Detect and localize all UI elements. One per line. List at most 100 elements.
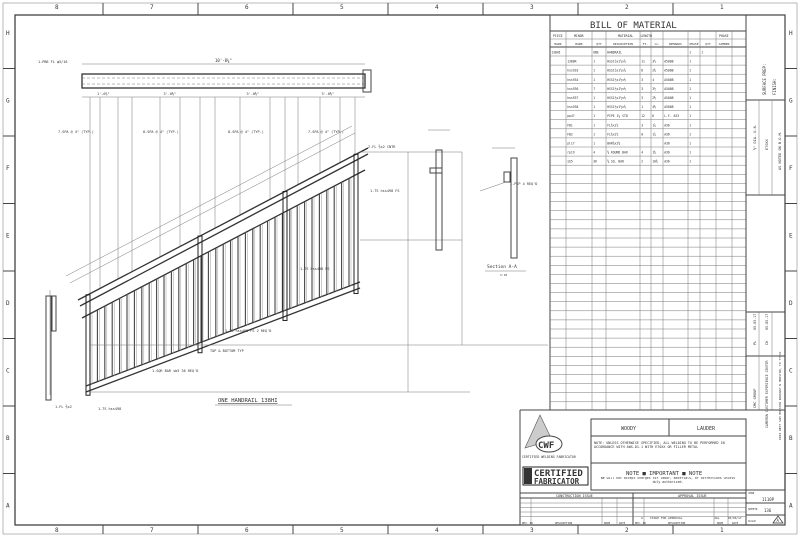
date-checked: 05-05-17 bbox=[765, 314, 769, 330]
zone-row-label: F bbox=[789, 165, 793, 172]
zone-row-label: B bbox=[789, 435, 793, 442]
approval-issue-label: APPROVAL ISSUE bbox=[678, 494, 707, 498]
revision-mark: A bbox=[777, 518, 780, 523]
zone-row-label: D bbox=[789, 300, 793, 307]
approval-rev-date: 05/06/17 bbox=[728, 516, 742, 520]
bom-cell: 1 bbox=[689, 132, 691, 136]
bom-cell: A500B bbox=[664, 105, 673, 109]
handrail-elevation: 10'-8⅝" 1'-0⅞"3'-0⅝"3'-0⅝"3'-0⅝" 1-PB6 F… bbox=[38, 58, 548, 411]
rev-header: MADE bbox=[604, 521, 611, 525]
bom-cell: HSS1½x1½x⅛ bbox=[607, 96, 626, 100]
bom-cell: 1 bbox=[593, 96, 595, 100]
bom-cell: hss934 bbox=[567, 78, 578, 82]
spacing-note: 7-SPA @ 4" (TYP.) bbox=[58, 130, 94, 134]
approval-rev-desc: ISSUE FOR APPROVAL bbox=[650, 516, 683, 520]
rev-header: DESCRIPTION bbox=[668, 521, 686, 525]
bom-header: CAMBER bbox=[719, 42, 730, 46]
top-dimension: 10'-8⅝" bbox=[215, 58, 232, 63]
bom-cell: HANDRAIL bbox=[607, 51, 622, 55]
bom-cell: 0 bbox=[641, 132, 643, 136]
top-rail-plan bbox=[81, 73, 366, 89]
zone-row-label: G bbox=[6, 98, 10, 105]
sub-dimension: 3'-0⅝" bbox=[247, 92, 260, 96]
bom-cell: 1 bbox=[689, 151, 691, 155]
zone-row-label: F bbox=[6, 165, 10, 172]
bom-cell: 8 bbox=[641, 69, 643, 73]
bom-cell: 4 bbox=[652, 78, 654, 82]
bom-cell: A500B bbox=[664, 87, 673, 91]
bom-cell: hss937 bbox=[567, 96, 578, 100]
bom-cell: 1 bbox=[689, 87, 691, 91]
bom-cell: rp19 bbox=[567, 151, 575, 155]
scale-label: SCALE bbox=[748, 519, 756, 523]
bom-cell: 1 bbox=[689, 160, 691, 164]
bom-cell: 1 bbox=[689, 60, 691, 64]
bom-cell: 1 bbox=[593, 132, 595, 136]
zone-column-label: 6 bbox=[245, 527, 249, 534]
bom-header-top: MINOR bbox=[574, 34, 584, 38]
bom-cell: 1 bbox=[689, 114, 691, 118]
bom-cell: 3 bbox=[641, 78, 643, 82]
callout: 1-TS hss498 FS bbox=[300, 267, 330, 271]
bom-cell: 1 bbox=[689, 105, 691, 109]
rev-header: DATE bbox=[619, 521, 626, 525]
bom-cell: hss938 bbox=[567, 105, 578, 109]
svg-text:CERTIFIED: CERTIFIED bbox=[534, 469, 583, 479]
bom-cell: 2⅝ bbox=[652, 69, 656, 73]
bom-cell: FB2 bbox=[567, 132, 573, 136]
bom-header-top: PIECE bbox=[553, 34, 563, 38]
company-name: CMC GROUP bbox=[753, 389, 757, 408]
bom-cell: 3 bbox=[641, 96, 643, 100]
bom-title: BILL OF MATERIAL bbox=[590, 21, 677, 31]
bom-cell: HSS1½x1½x⅛ bbox=[607, 78, 626, 82]
callout: 1-FL ⅜x2 bbox=[55, 405, 72, 409]
bom-cell: 1 bbox=[593, 105, 595, 109]
bom-cell: sb5 bbox=[567, 160, 573, 164]
bom-cell: 1⅞ bbox=[652, 132, 656, 136]
bom-cell: 1 bbox=[689, 69, 691, 73]
rev-header: REV. NO bbox=[635, 521, 646, 525]
zone-column-label: 1 bbox=[720, 527, 724, 534]
bom-cell: ONE bbox=[593, 51, 599, 55]
zone-column-label: 7 bbox=[150, 527, 154, 534]
job-number: 1110P bbox=[762, 497, 775, 502]
callout: 1-PIP 4 REQ'D bbox=[510, 182, 537, 186]
bom-cell: 1 bbox=[593, 114, 595, 118]
bom-cell: 4 bbox=[593, 151, 595, 155]
weld-field: E70XX bbox=[765, 138, 769, 150]
zone-row-label: D bbox=[6, 300, 10, 307]
bom-cell: PIPE 1¼ STD bbox=[607, 114, 628, 119]
zone-column-label: 8 bbox=[55, 4, 59, 11]
sloped-rails bbox=[65, 125, 369, 393]
svg-text:AISC: AISC bbox=[526, 471, 532, 483]
bom-cell: 4⅝ bbox=[652, 105, 656, 109]
engineer-name: WOODY bbox=[621, 426, 636, 432]
rev-header: DESCRIPTION bbox=[555, 521, 573, 525]
bom-cell: 3½ bbox=[652, 87, 656, 91]
bom-cell: 1 bbox=[593, 142, 595, 146]
bom-cell: 3½ bbox=[652, 60, 656, 64]
project-location: 6903 WEST SAM HOUSTON PARKWAY N HOUSTON,… bbox=[778, 351, 782, 440]
zone-column-label: 2 bbox=[625, 4, 629, 11]
elevation-title: ONE HANDRAIL 138HI bbox=[218, 398, 278, 404]
zone-row-label: E bbox=[6, 233, 10, 240]
callout: TOP & BOTTOM TYP bbox=[210, 349, 244, 353]
important-note-title: NOTE ■ IMPORTANT ■ NOTE bbox=[626, 471, 702, 477]
bom-cell: 1 bbox=[701, 51, 703, 55]
zone-row-label: A bbox=[6, 503, 10, 510]
surface-prep-label: SURFACE PREP: bbox=[762, 64, 767, 95]
callout: 2-FL ⅜x2 CNTR bbox=[368, 145, 396, 149]
bom-cell: 1 bbox=[689, 123, 691, 127]
zone-column-label: 3 bbox=[530, 527, 534, 534]
post bbox=[353, 153, 359, 295]
bolt-field: ⅜" DIA. U.N. bbox=[753, 124, 757, 150]
zone-row-label: B bbox=[6, 435, 10, 442]
bom-cell: 1 bbox=[593, 69, 595, 73]
